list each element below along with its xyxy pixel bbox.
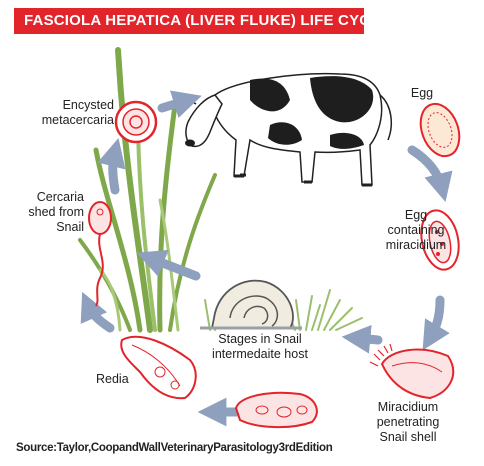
miracidium-illustration: [370, 344, 453, 398]
arrow-snail-to-cercaria: [150, 258, 196, 276]
snail-illustration: [200, 281, 302, 328]
label-metacercaria: Encysted metacercaria: [16, 98, 114, 128]
arrow-egg-to-embryonated: [412, 150, 442, 188]
label-egg: Egg: [402, 86, 442, 101]
source-credit: Source:Taylor,CoopandWallVeterinaryParas…: [16, 442, 332, 454]
label-miracidium: Miracidium penetrating Snail shell: [358, 400, 458, 445]
arrow-to-miracidium: [430, 300, 440, 338]
metacercaria-illustration: [116, 102, 156, 142]
arrow-cercaria-to-metacercaria: [113, 152, 115, 190]
arrow-metacercaria-to-cow: [162, 100, 188, 108]
grass-illustration: [80, 50, 215, 330]
arrow-redia-to-cercaria: [88, 305, 110, 328]
redia-illustration: [121, 337, 196, 398]
label-snail-stages: Stages in Snail intermedaite host: [200, 332, 320, 362]
arrow-miracidium-to-snail: [356, 338, 378, 340]
sporocyst-illustration: [236, 393, 317, 427]
label-egg-containing-miracidium: Egg containing miracidium: [376, 208, 456, 253]
label-redia: Redia: [96, 372, 129, 387]
label-cercaria: Cercaria shed from Snail: [14, 190, 84, 235]
cow-illustration: [182, 74, 391, 185]
